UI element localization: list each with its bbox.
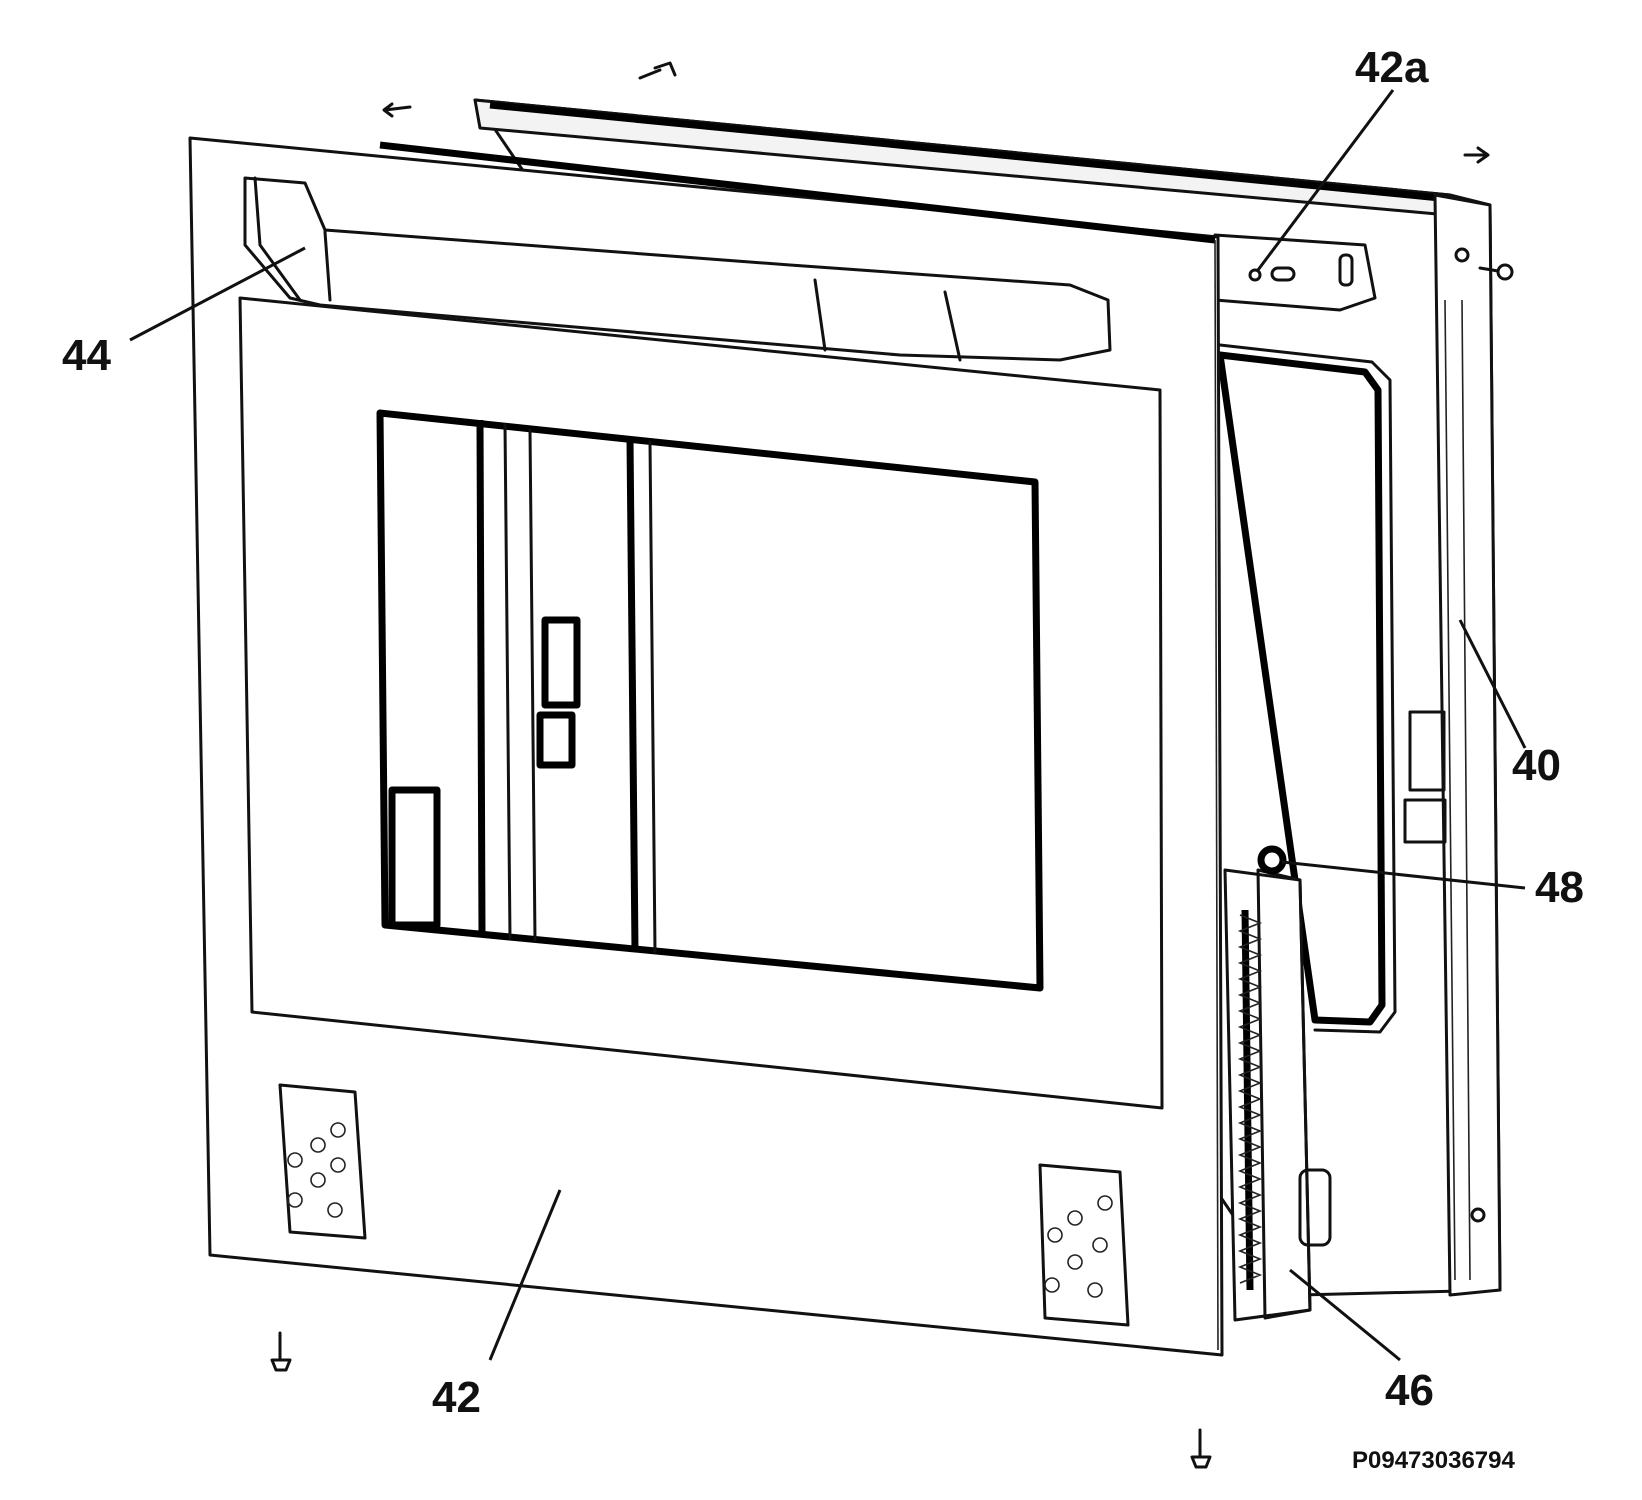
screw-icon [270,61,1514,1469]
door-glass [376,409,1044,992]
leader-42a [1256,89,1395,271]
top-bracket [1213,233,1377,312]
inner-glass-frame [1216,343,1397,1034]
callout-48: 48 [1535,863,1584,912]
leader-40 [1458,619,1527,749]
callout-42a: 42a [1355,43,1429,92]
callout-46: 46 [1385,1366,1434,1415]
leader-42 [488,1189,562,1361]
drawing-code: P09473036794 [1352,1447,1515,1474]
hinge-plate-right [1038,1163,1130,1327]
leader-44 [129,246,306,342]
callout-44: 44 [62,331,111,380]
callout-42: 42 [432,1373,481,1422]
viewing-window-frame [238,296,1164,1110]
hinge-plate-left [278,1083,367,1240]
door-handle [243,176,1112,362]
leader-46 [1289,1268,1401,1362]
callout-40: 40 [1512,741,1561,790]
door-hinge [1223,845,1332,1322]
hinge-pin [1257,845,1287,875]
leader-48 [1281,860,1526,890]
